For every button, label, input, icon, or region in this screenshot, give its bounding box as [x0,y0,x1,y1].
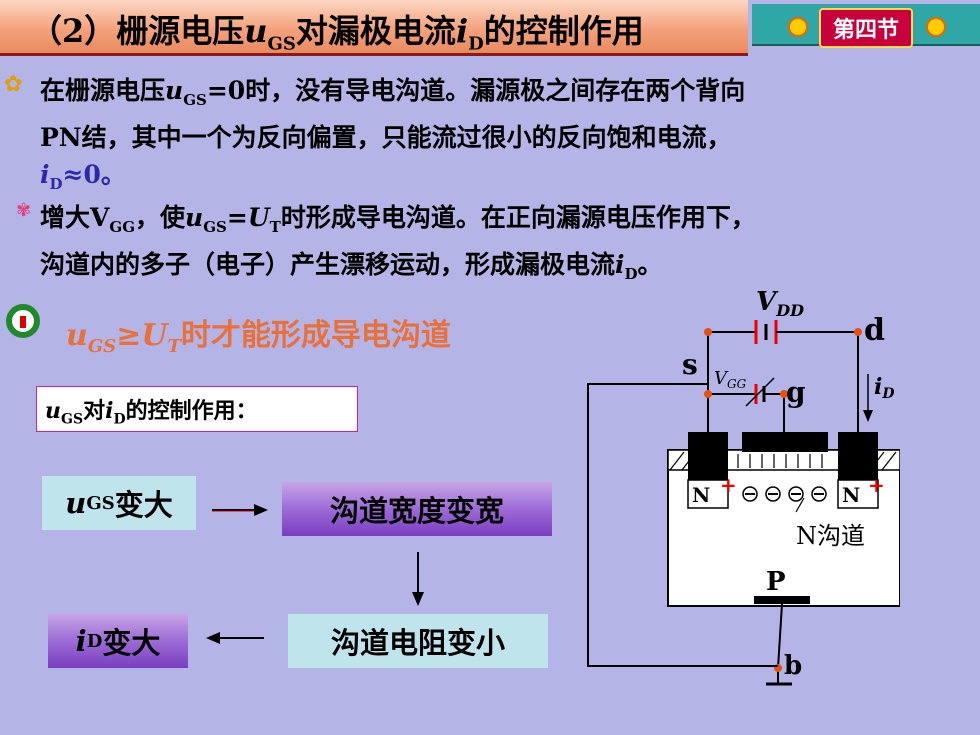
channel-resistance-box: 沟道电阻变小 [288,614,548,668]
section-tab[interactable]: 第四节 [752,4,980,48]
flow-arrows [206,504,424,644]
body-contact [754,596,810,604]
wreath-icon [6,304,40,338]
mosfet-diagram: N N + + N沟道 P b VDD d s VGG g iD [587,287,900,686]
drain-electrode [838,432,878,480]
star-bullet-icon: ✿ [4,72,23,97]
arrow-down-icon [412,552,424,606]
source-body-wire [587,383,778,667]
paragraph-1: 在栅源电压uGS=0时，没有导电沟道。漏源极之间存在两个背向 PN结，其中一个为… [40,76,746,193]
control-label: uGS对iD的控制作用： [36,386,358,432]
plus-right: + [868,473,885,497]
flower-icon [788,17,808,37]
arrow-left-icon [206,632,264,644]
flower-bullet-icon: ✾ [16,200,32,221]
field-arrows [737,454,823,468]
arrow-right-icon [212,504,268,516]
vdd-label: VDD [756,287,804,320]
n-region-right [837,479,879,509]
flower-icon [926,17,946,37]
terminal-g-label: g [786,376,806,409]
n-right-label: N [842,483,860,507]
terminal-s-label: s [682,348,698,381]
id-label: iD [874,374,895,402]
page-title: （2）栅源电压uGS对漏极电流iD的控制作用 [30,12,644,55]
channel-width-box: 沟道宽度变宽 [282,482,552,536]
key-condition: uGS≥UT时才能形成导电沟道 [66,318,451,357]
source-electrode [688,432,728,480]
terminal-b-label: b [784,651,802,681]
p-label: P [766,567,786,597]
title-bar: （2）栅源电压uGS对漏极电流iD的控制作用 [0,0,748,56]
paragraph-2: 增大VGG，使uGS=UT时形成导电沟道。在正向漏源电压作用下， 沟道内的多子（… [40,203,756,283]
terminal-d-label: d [864,313,885,348]
n-left-label: N [692,483,710,507]
plus-left: + [720,473,737,497]
n-channel-label: N沟道 [796,522,865,550]
section-tab-label: 第四节 [818,8,914,48]
gate-electrode [742,432,828,452]
vgg-label: VGG [714,368,747,391]
n-region-left [687,479,729,509]
